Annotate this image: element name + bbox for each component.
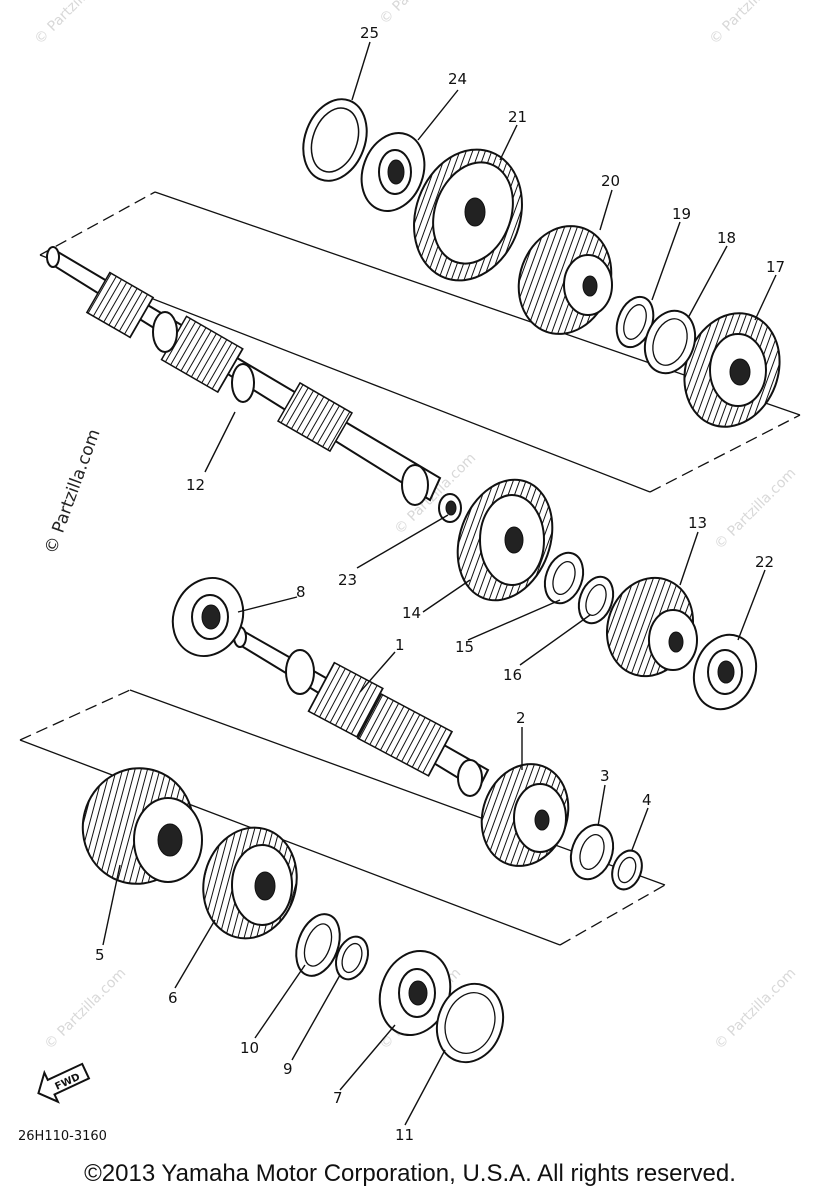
part-label-12: 12 [186,476,205,494]
part-label-8: 8 [296,583,306,601]
gears [81,148,781,940]
part-label-17: 17 [766,258,785,276]
watermark: © Partzilla.com [712,965,800,1053]
part-label-15: 15 [455,638,474,656]
watermark: © Partzilla.com [377,0,465,28]
part-label-7: 7 [333,1089,343,1107]
part-label-6: 6 [168,989,178,1007]
bearings-washers-clips [171,98,758,1064]
part-labels: 25 24 21 20 19 18 17 12 23 14 15 16 13 2… [95,24,785,1144]
watermark: © Partzilla.com [42,965,130,1053]
drive-axle [233,626,490,797]
watermark: © Partzilla.com [707,0,795,48]
fwd-arrow-icon: FWD [37,1062,91,1104]
part-label-22: 22 [755,553,774,571]
part-label-25: 25 [360,24,379,42]
part-label-20: 20 [601,172,620,190]
part-label-5: 5 [95,946,105,964]
main-axle [46,246,442,506]
part-label-11: 11 [395,1126,414,1144]
part-label-21: 21 [508,108,527,126]
drawing-code: 26H110-3160 [18,1129,107,1144]
part-label-4: 4 [642,791,652,809]
part-label-2: 2 [516,709,526,727]
part-label-16: 16 [503,666,522,684]
part-label-14: 14 [402,604,421,622]
watermark: © Partzilla.com [32,0,120,48]
part-label-9: 9 [283,1060,293,1078]
watermark-vertical: © Partzilla.com [41,427,105,557]
part-label-19: 19 [672,205,691,223]
part-label-18: 18 [717,229,736,247]
part-label-1: 1 [395,636,405,654]
copyright-notice: ©2013 Yamaha Motor Corporation, U.S.A. A… [84,1160,736,1187]
part-label-3: 3 [600,767,610,785]
watermark: © Partzilla.com [712,465,800,553]
part-label-13: 13 [688,514,707,532]
part-label-24: 24 [448,70,467,88]
leader-lines [102,41,777,1126]
part-label-23: 23 [338,571,357,589]
part-label-10: 10 [240,1039,259,1057]
